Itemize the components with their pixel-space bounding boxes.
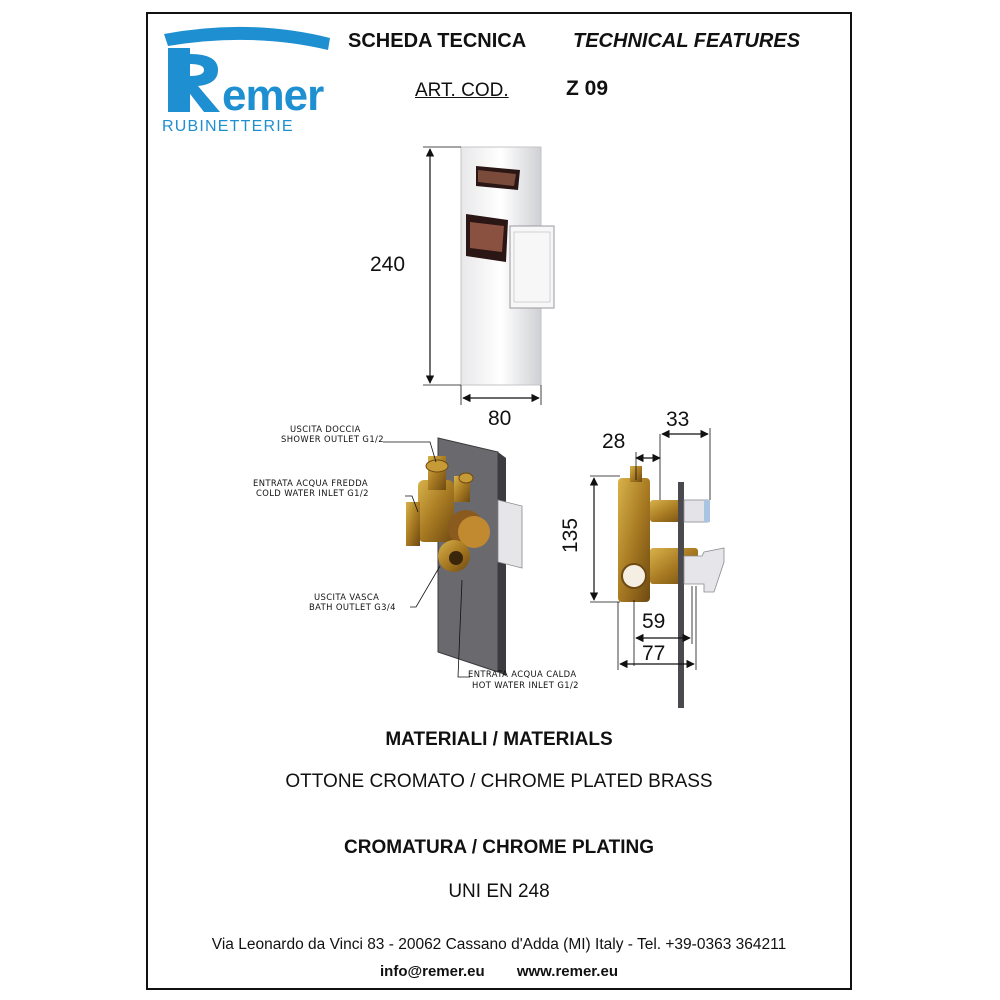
dimension-width-80: 80 — [488, 407, 511, 430]
label-cold-inlet-it: ENTRATA ACQUA FREDDA — [253, 478, 368, 488]
valve-perspective-view — [406, 437, 523, 676]
dimension-height-240: 240 — [370, 253, 405, 276]
header-title-english: TECHNICAL FEATURES — [573, 30, 801, 52]
footer-email-link[interactable]: info@remer.eu — [380, 963, 485, 980]
logo-subtitle: RUBINETTERIE — [162, 118, 294, 135]
technical-drawing: 240 80 USCITA DOCCIA SHOWER OUTLET G1/2 … — [253, 146, 725, 708]
footer-contacts: info@remer.eu www.remer.eu — [146, 963, 852, 980]
label-cold-inlet-en: COLD WATER INLET G1/2 — [256, 488, 369, 498]
plating-title: CROMATURA / CHROME PLATING — [344, 837, 654, 858]
dimension-33: 33 — [666, 408, 689, 431]
dimension-77: 77 — [642, 642, 665, 665]
remer-logo: emer — [164, 26, 330, 120]
label-bath-outlet-it: USCITA VASCA — [314, 592, 379, 602]
article-code-label: ART. COD. — [415, 80, 509, 101]
label-shower-outlet-it: USCITA DOCCIA — [290, 424, 361, 434]
dimension-28: 28 — [602, 430, 625, 453]
header-title-italian: SCHEDA TECNICA — [348, 30, 527, 52]
label-shower-outlet-en: SHOWER OUTLET G1/2 — [281, 434, 384, 444]
article-code-value: Z 09 — [566, 77, 609, 100]
materials-value: OTTONE CROMATO / CHROME PLATED BRASS — [285, 771, 713, 792]
valve-side-view — [618, 466, 725, 708]
footer-address: Via Leonardo da Vinci 83 - 20062 Cassano… — [211, 936, 787, 953]
label-hot-inlet-it: ENTRATA ACQUA CALDA — [468, 669, 577, 679]
label-bath-outlet-en: BATH OUTLET G3/4 — [309, 602, 396, 612]
dimension-135: 135 — [559, 518, 582, 553]
materials-title: MATERIALI / MATERIALS — [385, 729, 613, 750]
svg-text:emer: emer — [222, 71, 324, 120]
label-hot-inlet-en: HOT WATER INLET G1/2 — [472, 680, 579, 690]
footer-website-link[interactable]: www.remer.eu — [516, 963, 618, 980]
plating-value: UNI EN 248 — [448, 881, 550, 902]
front-view-plate — [460, 146, 555, 386]
dimension-59: 59 — [642, 610, 665, 633]
page-frame — [146, 12, 852, 990]
